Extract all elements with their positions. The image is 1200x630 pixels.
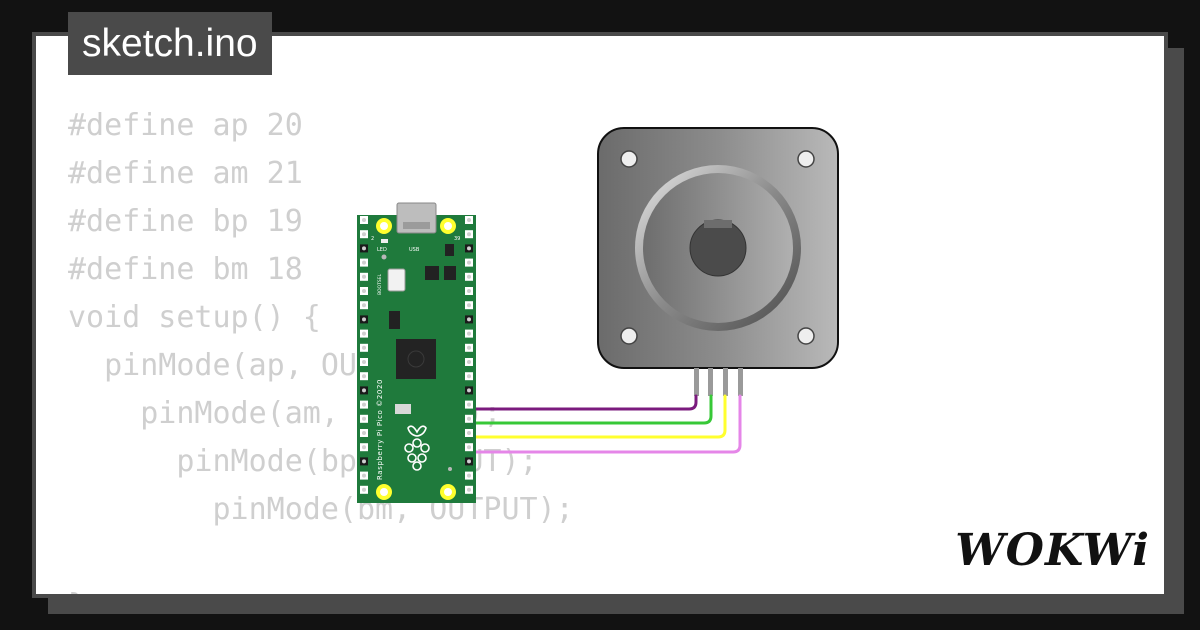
motor-pin xyxy=(694,368,699,396)
motor-shaft xyxy=(689,219,747,277)
board-silkscreen: Raspberry Pi Pico ©2020 xyxy=(376,379,384,480)
bootsel-button[interactable] xyxy=(387,268,406,292)
pin-label: 2 xyxy=(371,236,374,242)
sketch-file-tab[interactable]: sketch.ino xyxy=(68,12,272,75)
screw-hole-icon xyxy=(797,150,815,168)
pin-hole xyxy=(362,459,366,464)
led-label: LED xyxy=(377,247,387,253)
wires xyxy=(464,394,742,454)
code-line: #define am 21 xyxy=(68,156,303,191)
pin-hole xyxy=(467,459,471,464)
pin-hole xyxy=(467,374,471,379)
usb-port xyxy=(403,222,430,229)
code-line: #define bp 19 xyxy=(68,204,303,239)
pin-hole xyxy=(362,246,366,251)
pin-hole xyxy=(362,232,366,237)
pin-hole xyxy=(467,445,471,450)
pin-hole xyxy=(467,246,471,251)
chip-small xyxy=(445,244,454,256)
pin-hole xyxy=(467,274,471,279)
pin-hole xyxy=(467,289,471,293)
screw-hole-icon xyxy=(620,150,638,168)
pin-hole xyxy=(467,260,471,265)
pin-hole xyxy=(467,218,471,222)
pin-hole xyxy=(362,431,366,435)
wire-ap[interactable] xyxy=(464,394,698,411)
crystal xyxy=(395,404,411,414)
pin-hole xyxy=(467,303,471,308)
pin-hole xyxy=(362,345,366,350)
pin-hole xyxy=(467,402,471,407)
pin-hole xyxy=(467,345,471,350)
pin-hole xyxy=(467,388,471,393)
header-pins xyxy=(360,216,473,494)
shaft-flat xyxy=(704,220,732,228)
pin-hole xyxy=(467,487,471,492)
code-line: #define ap 20 xyxy=(68,108,303,143)
pin-hole xyxy=(362,487,366,492)
motor-pin xyxy=(708,368,713,396)
wire-bm[interactable] xyxy=(464,394,742,454)
led-icon xyxy=(381,239,388,243)
raspberry-logo-icon xyxy=(404,425,430,471)
pin-hole xyxy=(467,431,471,435)
pin-label: 39 xyxy=(454,236,460,242)
chip-small xyxy=(444,266,456,280)
chip-flash xyxy=(425,266,439,280)
usb-label: USB xyxy=(409,247,420,253)
pin-hole xyxy=(467,360,471,364)
pin-hole xyxy=(362,374,366,379)
pin-hole xyxy=(362,303,366,308)
pin-hole xyxy=(362,317,366,322)
pin-hole xyxy=(467,473,471,478)
stepper-motor[interactable] xyxy=(597,127,839,396)
motor-pin xyxy=(723,368,728,396)
screw-hole-icon xyxy=(620,327,638,345)
pin-hole xyxy=(362,473,366,478)
wire-am[interactable] xyxy=(464,394,713,425)
pin-hole xyxy=(467,416,471,421)
screw-hole-icon xyxy=(797,327,815,345)
pin-hole xyxy=(362,388,366,393)
code-line: #define bm 18 xyxy=(68,252,303,287)
code-line: } xyxy=(68,582,574,594)
wokwi-logo: WOKWi xyxy=(955,525,1150,576)
rp2040-chip xyxy=(396,339,436,379)
pin-hole xyxy=(362,445,366,450)
pin-hole xyxy=(362,402,366,407)
pin-hole xyxy=(362,416,366,421)
chip-regulator xyxy=(389,311,400,329)
pin-hole xyxy=(362,218,366,222)
pin-hole xyxy=(467,232,471,237)
bootsel-label: BOOTSEL xyxy=(377,273,383,295)
pin-hole xyxy=(362,331,366,336)
pin-hole xyxy=(362,260,366,265)
pin-hole xyxy=(467,317,471,322)
code-line: void setup() { xyxy=(68,300,321,335)
pin-hole xyxy=(362,274,366,279)
motor-pin xyxy=(738,368,743,396)
pin-hole xyxy=(362,289,366,293)
pico-board[interactable]: 2 39 LED USB BOOTSEL Raspberry Pi Pico ©… xyxy=(357,202,476,503)
pin-hole xyxy=(362,360,366,364)
wire-bp[interactable] xyxy=(464,394,727,439)
pin-hole xyxy=(467,331,471,336)
